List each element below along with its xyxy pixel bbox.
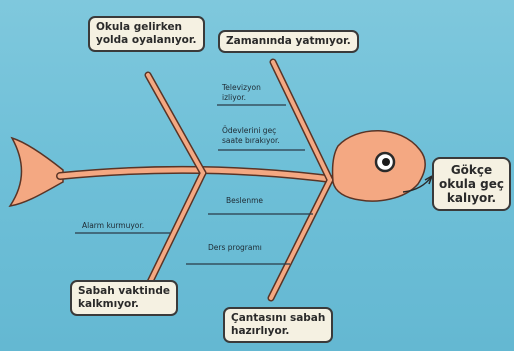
cause-box-top-right: Zamanında yatmıyor. (218, 30, 359, 53)
cause-text: Sabah vaktinde (78, 285, 170, 298)
cause-box-top-left: Okula gelirken yolda oyalanıyor. (88, 16, 205, 52)
effect-box: Gökçe okula geç kalıyor. (432, 157, 511, 211)
fish-tail (10, 138, 63, 206)
subcause-tv: Televizyon izliyor. (222, 83, 261, 102)
effect-text: Gökçe (439, 163, 504, 177)
cause-text: hazırlıyor. (231, 325, 325, 338)
cause-text: kalkmıyor. (78, 298, 170, 311)
cause-box-bottom-left: Sabah vaktinde kalkmıyor. (70, 280, 178, 316)
subcause-homework: Ödevlerini geç saate bırakıyor. (222, 126, 280, 145)
subcause-schedule: Ders programı (208, 243, 262, 253)
cause-text: Zamanında yatmıyor. (226, 35, 351, 48)
cause-box-bottom-right: Çantasını sabah hazırlıyor. (223, 307, 333, 343)
cause-text: yolda oyalanıyor. (96, 34, 197, 47)
subcause-nutrition: Beslenme (226, 196, 263, 206)
effect-text: okula geç (439, 177, 504, 191)
cause-text: Çantasını sabah (231, 312, 325, 325)
subcause-alarm: Alarm kurmuyor. (82, 221, 144, 231)
effect-text: kalıyor. (439, 191, 504, 205)
cause-text: Okula gelirken (96, 21, 197, 34)
